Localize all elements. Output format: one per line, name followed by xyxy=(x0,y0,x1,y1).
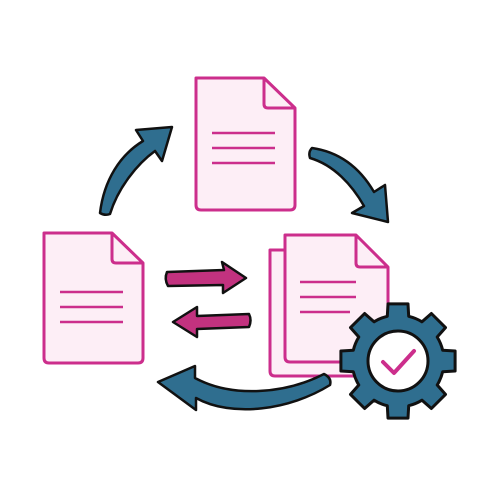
checkmark-icon xyxy=(381,349,416,375)
top-document-fold xyxy=(262,78,295,110)
cycle-arrow-top-to-right xyxy=(308,146,390,224)
stack-front-document-fold xyxy=(354,235,388,269)
top-document-icon xyxy=(194,76,297,212)
curved-arrow-icon-top-to-right xyxy=(308,146,390,224)
swap-arrow-left xyxy=(171,305,252,339)
left-document-fold xyxy=(110,233,143,265)
swap-arrow-right xyxy=(164,260,248,295)
curved-arrow-icon-bottom xyxy=(156,364,332,412)
gear-center xyxy=(366,329,430,393)
top-document-shape xyxy=(194,76,297,212)
left-document-shape xyxy=(42,231,145,365)
cycle-arrow-bottom xyxy=(156,364,332,412)
swap-arrows-icon xyxy=(164,260,252,339)
curved-arrow-icon-left-to-top xyxy=(98,125,174,217)
cycle-arrow-left-to-top xyxy=(98,125,174,217)
left-document-icon xyxy=(42,231,145,365)
gear-icon xyxy=(339,302,457,420)
